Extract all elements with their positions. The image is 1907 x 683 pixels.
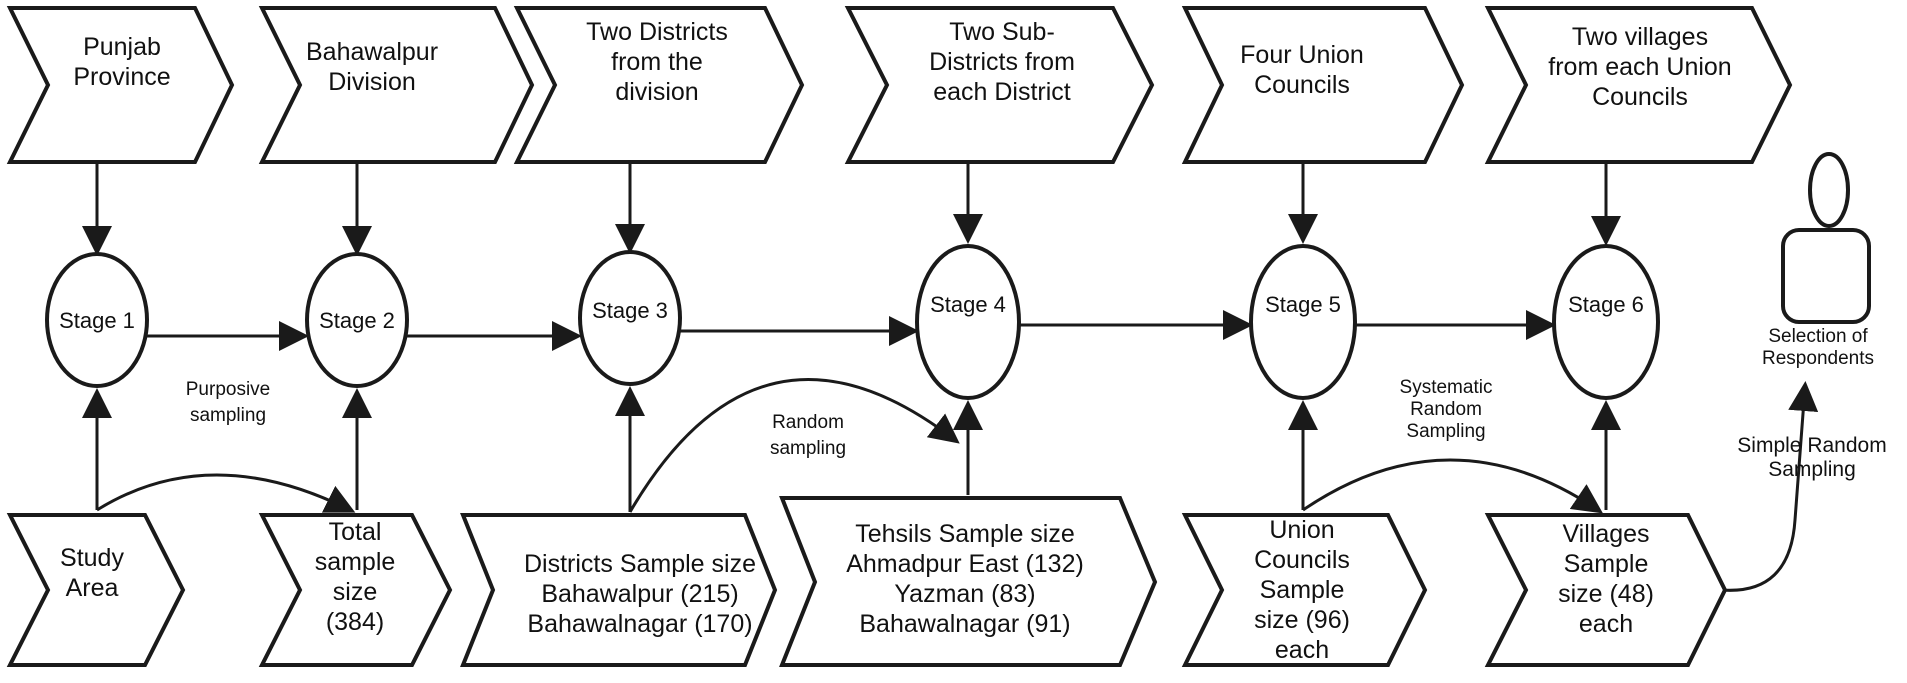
stage-5: Stage 5 bbox=[1249, 244, 1357, 400]
svg-text:Stage 6: Stage 6 bbox=[1568, 292, 1644, 317]
svg-text:Stage 4: Stage 4 bbox=[930, 292, 1006, 317]
svg-text:Stage 2: Stage 2 bbox=[319, 308, 395, 333]
stage-4: Stage 4 bbox=[915, 244, 1021, 400]
curve-random-sampling bbox=[628, 378, 960, 513]
stage-3: Stage 3 bbox=[578, 250, 682, 386]
stage-6: Stage 6 bbox=[1552, 244, 1660, 400]
svg-text:Stage 1: Stage 1 bbox=[59, 308, 135, 333]
curve-systematic-sampling bbox=[1302, 458, 1603, 514]
svg-text:Stage 3: Stage 3 bbox=[592, 298, 668, 323]
curve-purposive-sampling bbox=[96, 473, 356, 513]
person-icon bbox=[1781, 152, 1871, 324]
stage-2: Stage 2 bbox=[305, 252, 409, 388]
svg-text:Stage 5: Stage 5 bbox=[1265, 292, 1341, 317]
stage-1: Stage 1 bbox=[45, 252, 149, 388]
curve-simple-random-sampling bbox=[1721, 381, 1819, 592]
